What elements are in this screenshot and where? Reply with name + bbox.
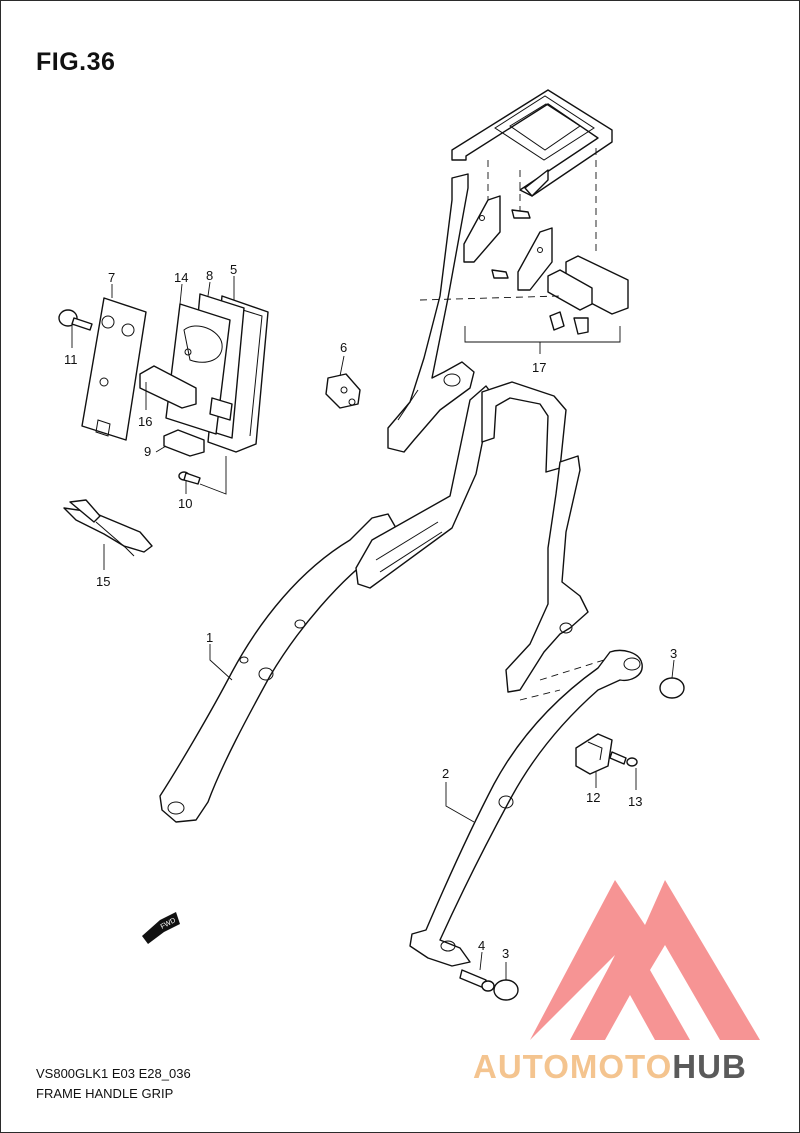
leader-3-upper bbox=[671, 659, 675, 679]
part-17-upright[interactable] bbox=[387, 173, 475, 453]
callout-11: 11 bbox=[64, 352, 78, 367]
part-1-frame-left[interactable] bbox=[159, 385, 493, 823]
callout-12: 12 bbox=[586, 790, 600, 805]
part-15-pliers[interactable] bbox=[63, 499, 153, 557]
callout-3-upper: 3 bbox=[670, 646, 677, 661]
leader-8 bbox=[207, 281, 211, 297]
watermark-text: AUTOMOTOHUB bbox=[473, 1048, 747, 1086]
callout-16: 16 bbox=[138, 414, 152, 429]
part-9-pad[interactable] bbox=[163, 429, 205, 457]
callout-3-lower: 3 bbox=[502, 946, 509, 961]
callout-14: 14 bbox=[174, 270, 188, 285]
figure-name: FRAME HANDLE GRIP bbox=[36, 1086, 174, 1101]
part-11-bolt[interactable] bbox=[58, 309, 93, 331]
part-17-brackets[interactable] bbox=[463, 195, 553, 291]
leader-2 bbox=[445, 782, 475, 823]
callout-1: 1 bbox=[206, 630, 213, 645]
part-1-grip-loop[interactable] bbox=[481, 381, 567, 473]
watermark-logo-icon bbox=[530, 880, 760, 1040]
leader-14 bbox=[179, 283, 183, 305]
callout-6: 6 bbox=[340, 340, 347, 355]
callout-7: 7 bbox=[108, 270, 115, 285]
part-2-frame-right[interactable] bbox=[409, 455, 643, 967]
leader-9 bbox=[155, 445, 167, 453]
watermark-text-part2: HUB bbox=[672, 1048, 747, 1085]
callout-15: 15 bbox=[96, 574, 110, 589]
callout-8: 8 bbox=[206, 268, 213, 283]
part-3-cap-upper[interactable] bbox=[659, 677, 685, 699]
leader-4 bbox=[479, 951, 483, 971]
part-17-pad-bracket[interactable] bbox=[547, 255, 629, 335]
leader-6 bbox=[339, 355, 345, 377]
part-10-bracket-line bbox=[199, 456, 227, 495]
callout-5: 5 bbox=[230, 262, 237, 277]
part-16-strap[interactable] bbox=[139, 365, 197, 409]
callout-10: 10 bbox=[178, 496, 192, 511]
part-10-screw[interactable] bbox=[178, 471, 201, 485]
callout-9: 9 bbox=[144, 444, 151, 459]
figure-code: VS800GLK1 E03 E28_036 bbox=[36, 1066, 191, 1081]
leader-1 bbox=[209, 644, 233, 681]
part-13-screw[interactable] bbox=[609, 751, 638, 767]
part-17-bracket-line bbox=[464, 326, 621, 343]
callout-13: 13 bbox=[628, 794, 642, 809]
figure-title: FIG.36 bbox=[36, 48, 116, 76]
part-12-bracket[interactable] bbox=[575, 733, 613, 775]
part-7-plate[interactable] bbox=[81, 297, 147, 441]
watermark-text-part1: AUTOMOTO bbox=[473, 1048, 673, 1085]
part-4-bolt[interactable] bbox=[459, 969, 495, 992]
part-6-clamp[interactable] bbox=[325, 373, 361, 409]
callout-17: 17 bbox=[532, 360, 546, 375]
fwd-arrow-icon: FWD bbox=[142, 912, 180, 944]
callout-4: 4 bbox=[478, 938, 485, 953]
callout-2: 2 bbox=[442, 766, 449, 781]
part-14-body[interactable] bbox=[165, 303, 233, 435]
part-2-dash-line-2 bbox=[519, 689, 561, 701]
